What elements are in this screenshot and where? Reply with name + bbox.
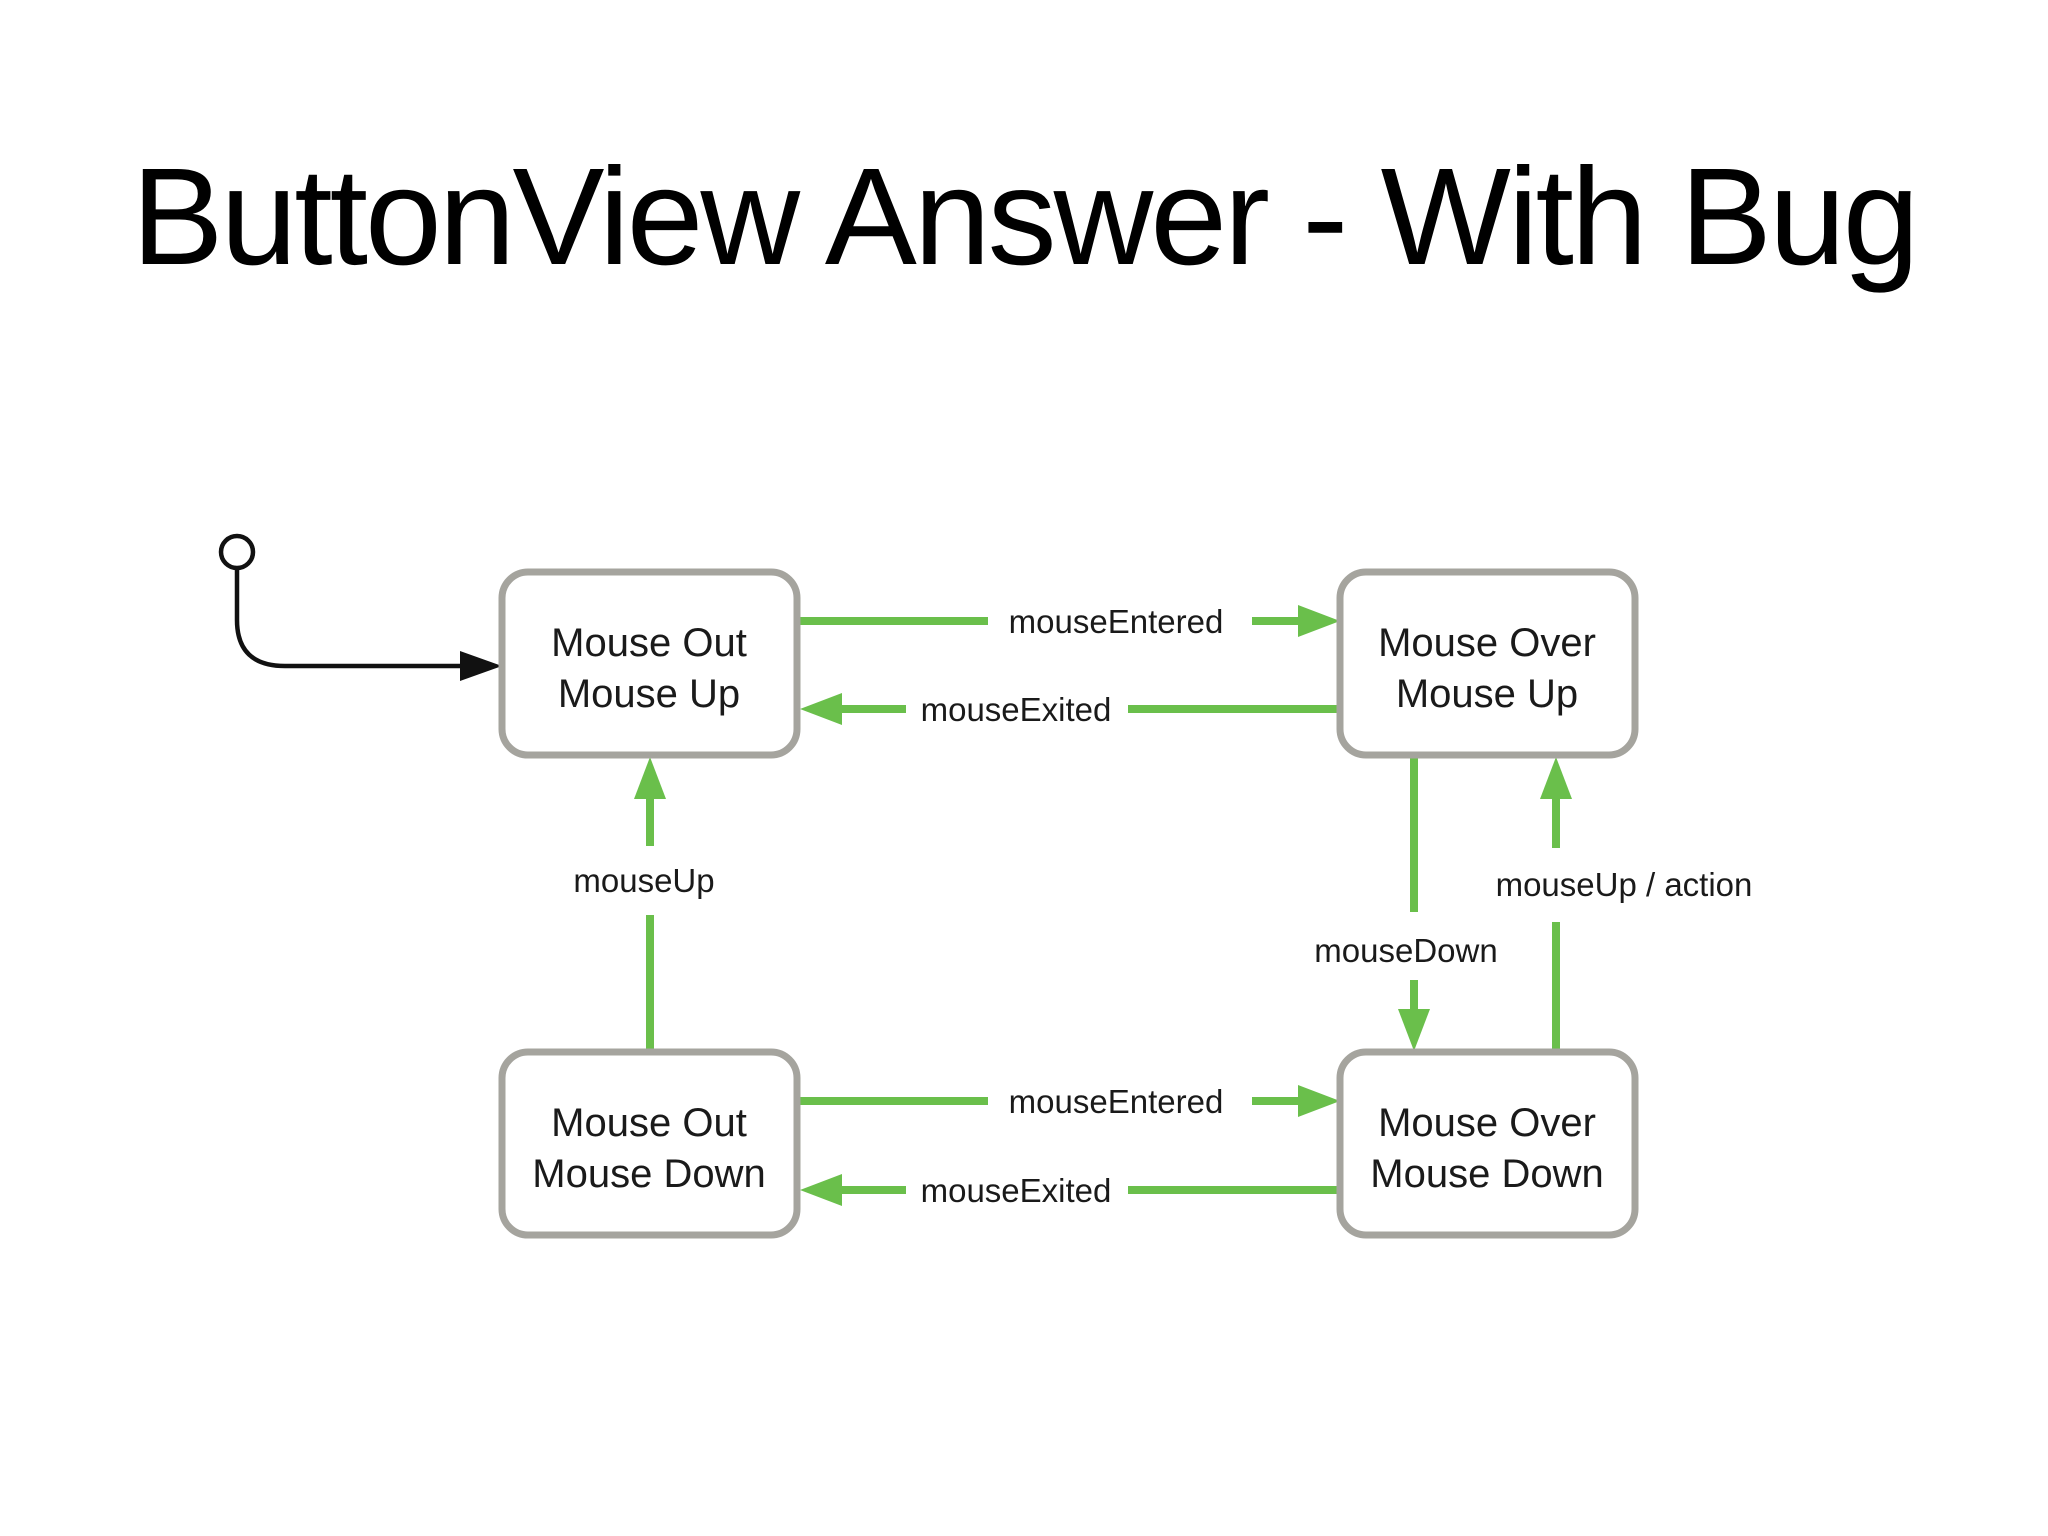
state-mouse-out-mouse-up: Mouse Out Mouse Up [498,568,801,759]
state-box [1336,568,1639,759]
state-mouse-out-mouse-down: Mouse Out Mouse Down [498,1048,801,1239]
transition-label: mouseUp [573,862,714,899]
state-box [498,568,801,759]
transition-label: mouseEntered [1009,603,1224,640]
initial-state-icon [218,533,256,571]
transition-label: mouseDown [1314,932,1497,969]
state-label-line2: Mouse Up [558,672,740,716]
state-label-line1: Mouse Over [1378,1101,1596,1145]
transition-left-mouse-up: mouseUp [573,757,715,1055]
initial-transition-line [234,568,462,669]
state-label-line1: Mouse Out [551,1101,747,1145]
initial-state-marker [218,533,502,681]
transition-top-mouse-exited: mouseExited [800,691,1340,728]
state-label-line1: Mouse Over [1378,621,1596,665]
transition-bottom-mouse-exited: mouseExited [800,1172,1340,1209]
right-arrowhead-icon [1298,605,1340,637]
up-arrowhead-icon [1540,757,1572,799]
state-box [1336,1048,1639,1239]
left-arrowhead-icon [800,1174,842,1206]
transition-bottom-mouse-entered: mouseEntered [797,1083,1340,1120]
state-label-line1: Mouse Out [551,621,747,665]
transition-top-mouse-entered: mouseEntered [797,603,1340,640]
initial-arrowhead-icon [460,651,502,681]
transition-label: mouseEntered [1009,1083,1224,1120]
transition-label: mouseUp / action [1496,866,1753,903]
transition-middle-mouse-down: mouseDown [1314,757,1498,1051]
down-arrowhead-icon [1398,1009,1430,1051]
up-arrowhead-icon [634,757,666,799]
state-mouse-over-mouse-down: Mouse Over Mouse Down [1336,1048,1639,1239]
transition-label: mouseExited [921,691,1112,728]
right-arrowhead-icon [1298,1085,1340,1117]
left-arrowhead-icon [800,693,842,725]
state-label-line2: Mouse Up [1396,672,1578,716]
slide-title: ButtonView Answer - With Bug [131,140,1920,294]
state-label-line2: Mouse Down [532,1152,765,1196]
state-box [498,1048,801,1239]
transition-right-mouse-up-action: mouseUp / action [1496,757,1753,1055]
state-label-line2: Mouse Down [1370,1152,1603,1196]
state-mouse-over-mouse-up: Mouse Over Mouse Up [1336,568,1639,759]
transition-label: mouseExited [921,1172,1112,1209]
